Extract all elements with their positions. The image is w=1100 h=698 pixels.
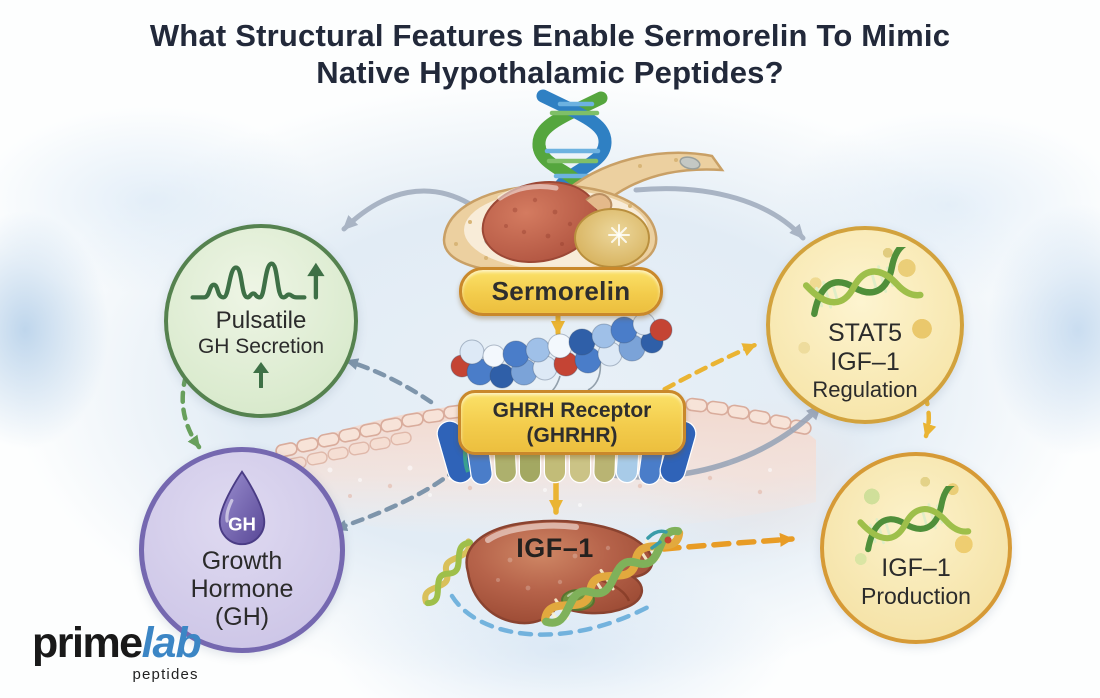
logo-tagline: peptides: [132, 666, 199, 683]
dna-icon: [802, 247, 924, 318]
logo-prime: prime: [32, 619, 143, 667]
arrow-receptor-to-stat5-dashed: [646, 342, 758, 401]
arrow-receptor-to-pulsatile: [344, 358, 434, 405]
ghrh-receptor-label-pill: GHRH Receptor (GHRHR): [458, 390, 686, 455]
node-pulsatile-gh-secretion: Pulsatile GH Secretion: [164, 224, 358, 418]
pituitary-gland: [442, 151, 725, 278]
stat5-line3: Regulation: [812, 377, 918, 402]
gh-droplet-label: GH: [228, 513, 256, 534]
liver-dna-left: [422, 538, 474, 607]
igf1-line1: IGF–1: [881, 554, 951, 582]
arrow-pituitary-to-stat5: [633, 186, 806, 241]
arrow-pituitary-to-pulsatile: [341, 188, 473, 232]
gh-droplet-icon: GH: [218, 470, 266, 546]
dna-helix-top: [532, 89, 612, 203]
gh-line3: (GH): [214, 603, 270, 631]
node-stat5-igf1-regulation: STAT5 IGF–1 Regulation: [766, 226, 964, 424]
pulsatile-subtitle: GH Secretion: [197, 334, 325, 358]
stat5-line1: STAT5: [827, 319, 903, 347]
sermorelin-label: Sermorelin: [491, 276, 631, 306]
gh-line2: Hormone: [190, 575, 294, 603]
sermorelin-label-pill: Sermorelin: [459, 267, 663, 316]
dna-icon: [857, 486, 972, 553]
up-arrow-icon: [253, 361, 269, 388]
liver: [422, 519, 684, 627]
sermorelin-peptide-chain: [450, 312, 673, 399]
node-igf1-production: IGF–1 Production: [820, 452, 1012, 644]
node-growth-hormone: GH Growth Hormone (GH): [139, 447, 345, 653]
receptor-label-line1: GHRH Receptor: [492, 398, 652, 422]
stat5-line2: IGF–1: [830, 348, 900, 376]
arrow-gh-feedback-arc: [449, 593, 653, 637]
gh-line1: Growth: [201, 547, 283, 575]
receptor-label-line2: (GHRHR): [526, 423, 618, 447]
pulse-waveform-icon: [190, 261, 325, 300]
logo-lab: lab: [141, 619, 202, 667]
igf1-liver-label: IGF–1: [516, 533, 594, 563]
igf1-line2: Production: [861, 583, 971, 609]
page-title-line1: What Structural Features Enable Sermorel…: [149, 18, 951, 53]
arrow-pulsatile-to-gh: [180, 373, 202, 450]
pulsatile-title: Pulsatile: [215, 306, 307, 334]
arrow-liver-to-igf1production: [661, 532, 795, 552]
page-title-line2: Native Hypothalamic Peptides?: [316, 55, 784, 90]
